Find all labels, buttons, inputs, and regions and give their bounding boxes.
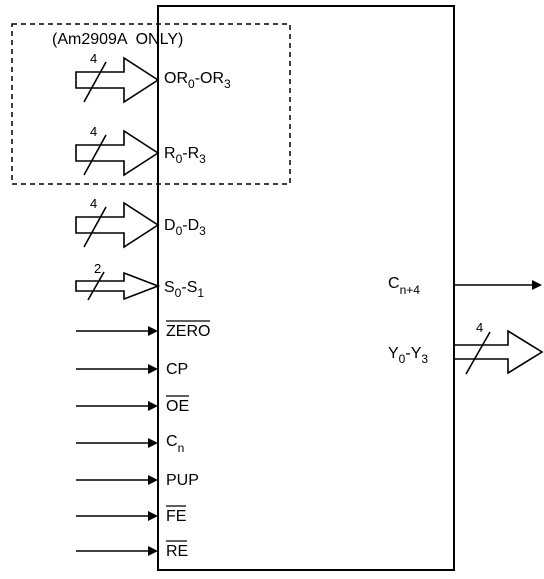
cn4-label: Cn+4 xyxy=(388,275,420,297)
am2909a-only-note: (Am2909A ONLY) xyxy=(52,31,183,48)
oe-label: OE xyxy=(166,398,189,415)
cp-label: CP xyxy=(166,361,188,378)
s-bus-label: S0-S1 xyxy=(164,279,204,300)
re-input xyxy=(76,546,158,556)
cn4-output xyxy=(454,280,542,290)
or-bus-input: 4 xyxy=(75,51,160,104)
s-bus-input: 2 xyxy=(75,261,161,301)
d-bus-width: 4 xyxy=(90,196,97,211)
chip-body xyxy=(157,5,455,571)
oe-input xyxy=(76,401,158,411)
d-bus-input: 4 xyxy=(75,196,160,249)
or-bus-width: 4 xyxy=(90,51,97,66)
s-bus-width: 2 xyxy=(94,261,101,276)
or-bus-label: OR0-OR3 xyxy=(164,70,231,91)
r-bus-input: 4 xyxy=(75,124,160,177)
cp-input xyxy=(76,364,158,374)
pup-label: PUP xyxy=(166,472,199,489)
am2909a-only-region xyxy=(11,23,291,185)
zero-label: ZERO xyxy=(166,323,210,340)
r-bus-label: R0-R3 xyxy=(164,145,206,166)
y-bus-label: Y0-Y3 xyxy=(388,345,428,366)
d-bus-label: D0-D3 xyxy=(164,217,206,238)
zero-input xyxy=(76,326,158,336)
r-bus-width: 4 xyxy=(90,124,97,139)
fe-label: FE xyxy=(166,508,186,525)
cn-label: Cn xyxy=(166,433,184,455)
cn-input xyxy=(76,438,158,448)
y-bus-width: 4 xyxy=(476,320,483,335)
re-label: RE xyxy=(166,543,188,560)
pup-input xyxy=(76,475,158,485)
y-bus-output: 4 xyxy=(453,320,544,375)
fe-input xyxy=(76,511,158,521)
